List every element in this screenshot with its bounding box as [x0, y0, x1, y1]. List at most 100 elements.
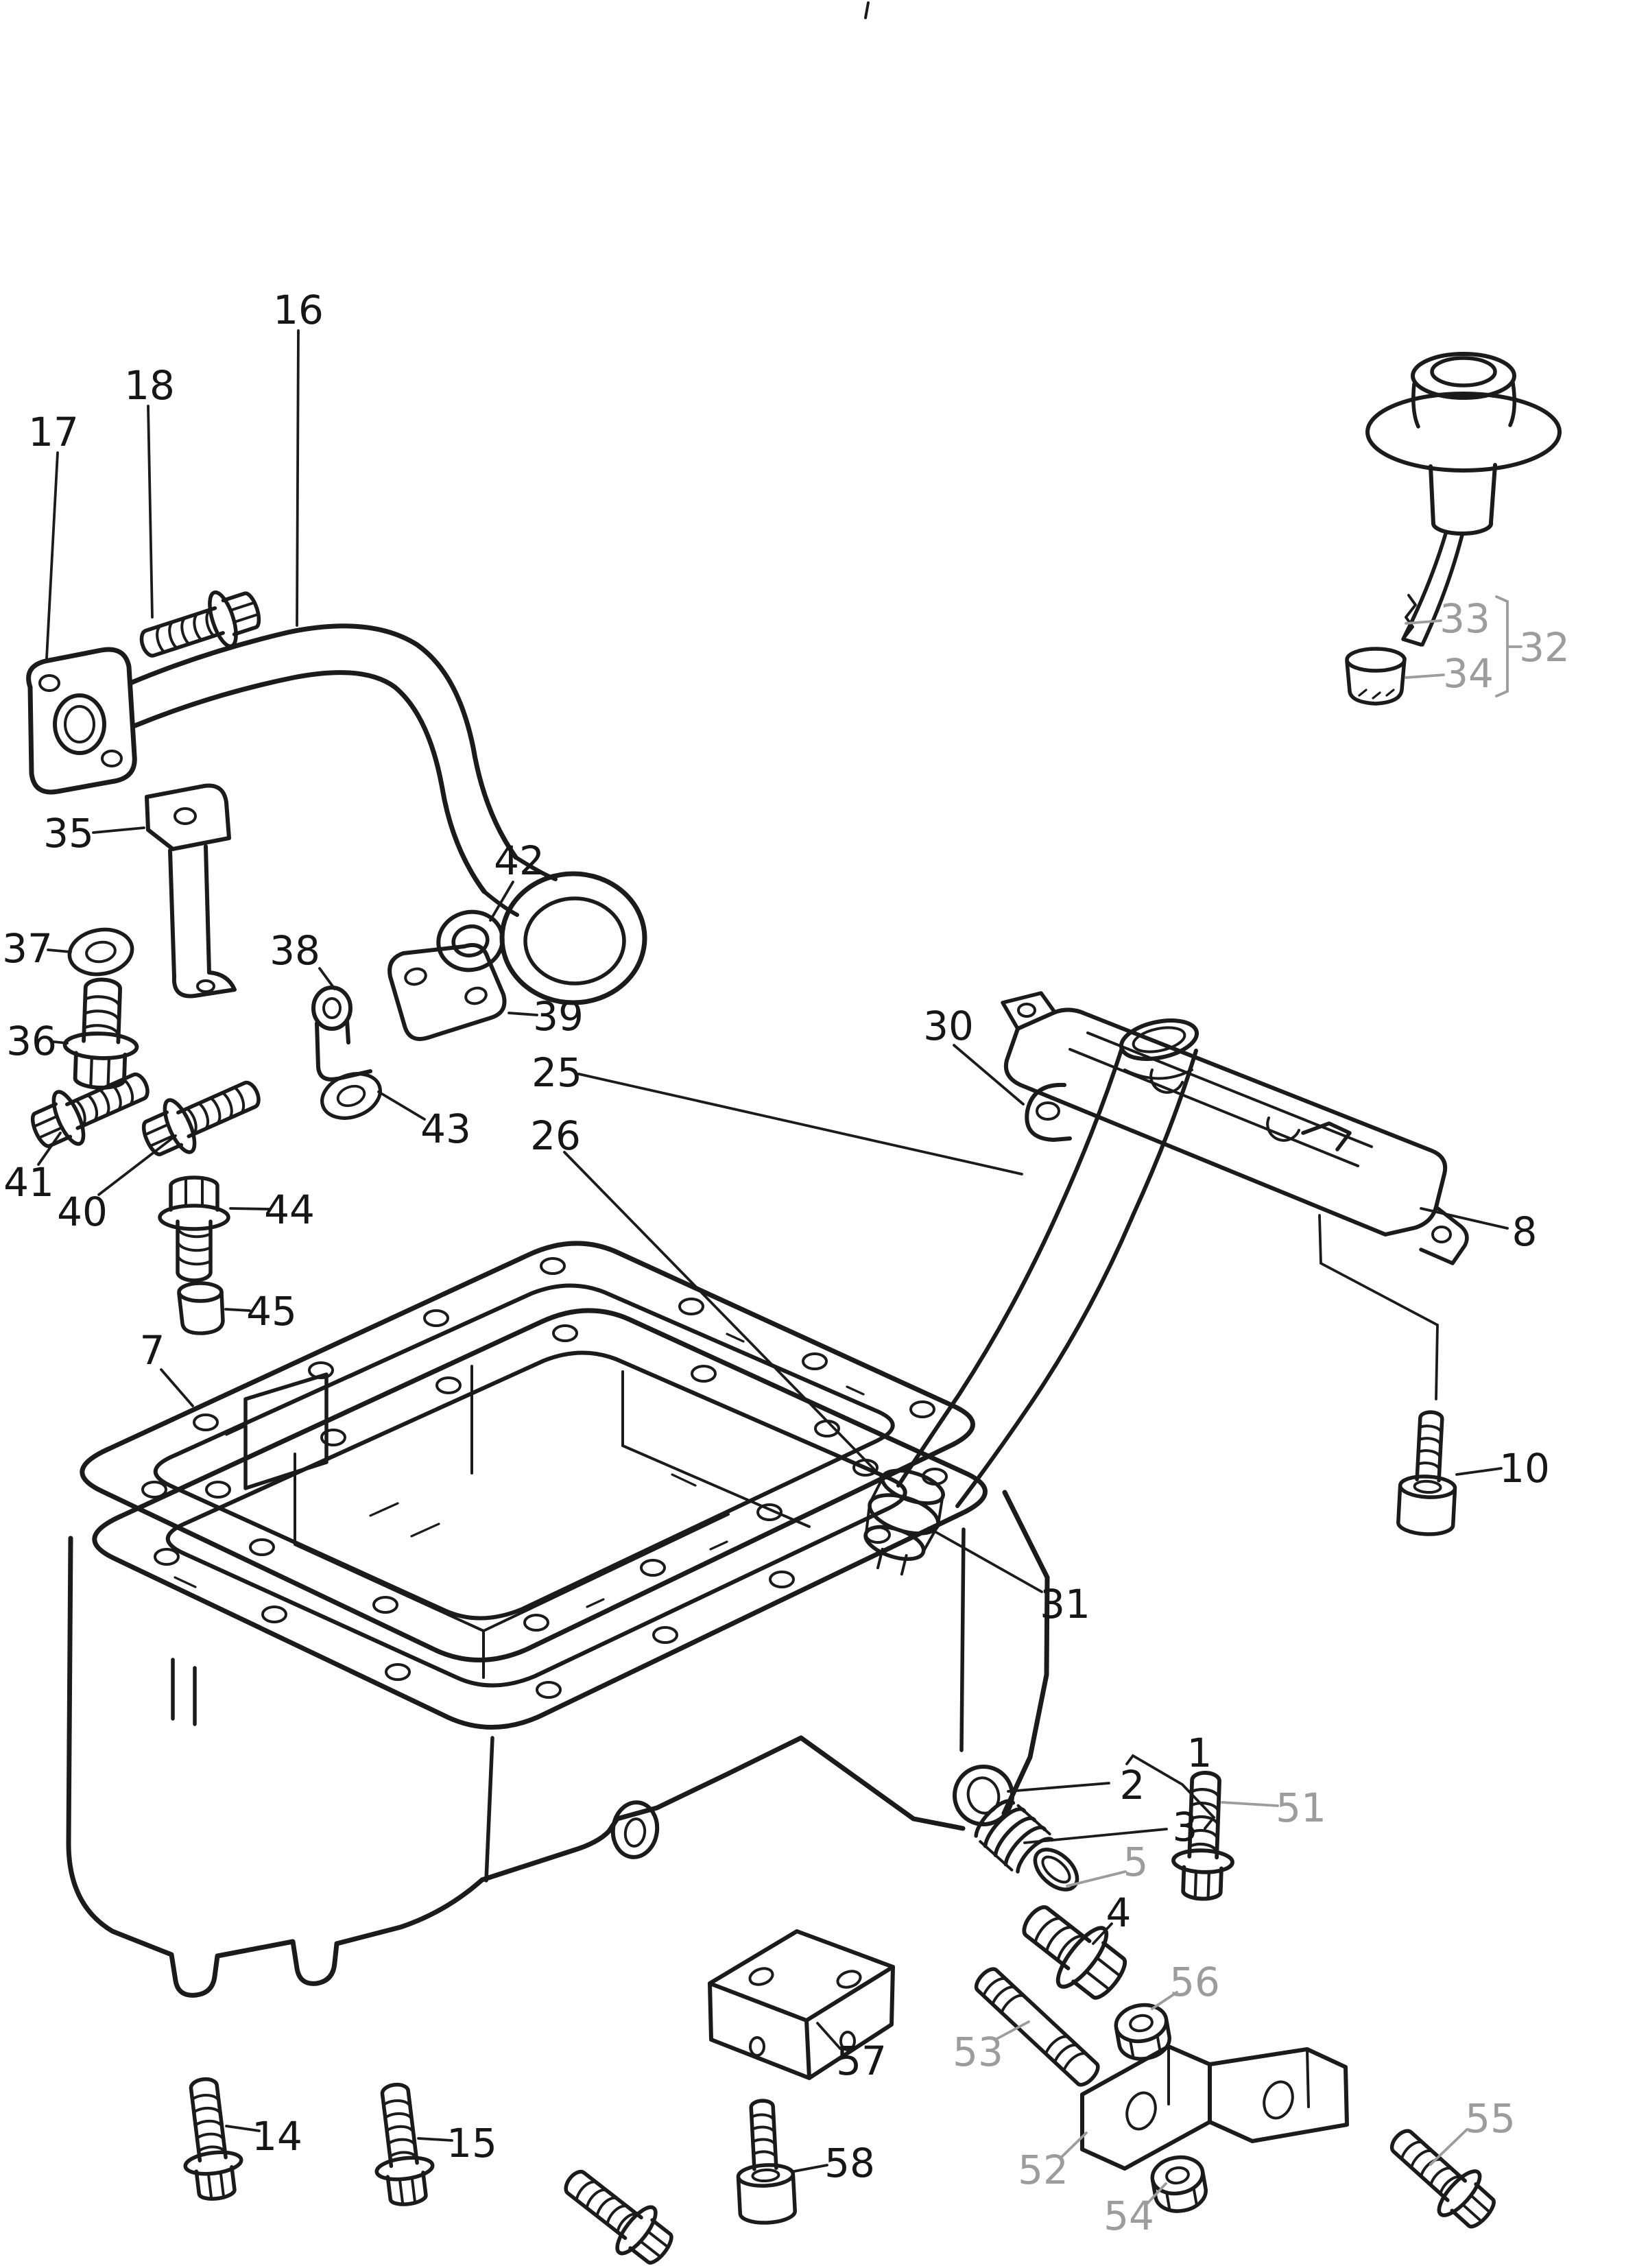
leader-line-18 [147, 405, 154, 619]
bolt-58 [735, 2099, 796, 2224]
part-label-3: 3 [1173, 1804, 1198, 1850]
leader-line-5 [1066, 1870, 1127, 1887]
dipstick-handle-disc [1365, 392, 1562, 473]
part-label-35: 35 [43, 810, 94, 857]
part-label-14: 14 [252, 2113, 302, 2160]
leader-line-2 [1007, 1782, 1110, 1793]
leader-line-35 [92, 826, 145, 834]
baffle-rail-8 [1001, 991, 1469, 1400]
part-label-8: 8 [1512, 1208, 1538, 1255]
part-label-38: 38 [270, 927, 320, 974]
leader-line-33 [1405, 619, 1442, 625]
part-label-36: 36 [6, 1018, 57, 1064]
part-label-52: 52 [1018, 2147, 1068, 2193]
part-label-17: 17 [28, 409, 79, 455]
leader-line-54 [1145, 2182, 1167, 2206]
part-label-33: 33 [1440, 595, 1490, 642]
washer-37 [66, 924, 136, 979]
leader-line-37 [47, 948, 72, 953]
part-label-18: 18 [124, 362, 175, 409]
pan-ear-boss [610, 1800, 660, 1859]
leader-line-57 [816, 2022, 841, 2050]
leader-line-17 [45, 451, 59, 660]
drain-fitting-3 [974, 1799, 1054, 1874]
part-label-7: 7 [140, 1327, 165, 1374]
bolt-10 [1398, 1411, 1459, 1536]
grommet-31 [863, 1468, 945, 1576]
pan-rim-outer [92, 1308, 988, 1730]
leader-line-51 [1221, 1801, 1279, 1807]
leader-line-26 [563, 1151, 882, 1477]
nut-56 [1113, 2001, 1172, 2063]
part-label-16: 16 [273, 287, 324, 333]
leader-line-3 [1023, 1828, 1168, 1844]
part-label-39: 39 [533, 993, 584, 1040]
leader-line-52 [1059, 2132, 1088, 2160]
part-label-58: 58 [824, 2140, 875, 2186]
part-label-51: 51 [1276, 1784, 1326, 1831]
part-label-4: 4 [1106, 1889, 1132, 1936]
grommet-42 [436, 909, 505, 972]
part-label-40: 40 [57, 1189, 108, 1235]
leader-line-36 [52, 1040, 69, 1045]
leader-line-15 [417, 2137, 453, 2142]
part-label-57: 57 [836, 2038, 887, 2084]
part-label-5: 5 [1123, 1839, 1149, 1885]
part-label-10: 10 [1499, 1445, 1550, 1492]
part-label-30: 30 [923, 1003, 974, 1049]
leader-line-30 [953, 1044, 1025, 1106]
bolt-unlabeled [553, 2156, 682, 2268]
part-label-34: 34 [1443, 650, 1494, 697]
part-label-43: 43 [420, 1106, 471, 1152]
dipstick-tube-30 [863, 1018, 1199, 1576]
leader-line-4 [1092, 1922, 1113, 1945]
bracket-1-icon [1125, 1754, 1216, 1830]
leader-line-41 [37, 1132, 62, 1166]
clamp-38 [311, 986, 372, 1082]
bolt-14 [175, 2076, 246, 2202]
part-label-2: 2 [1120, 1762, 1145, 1809]
part-label-54: 54 [1103, 2193, 1154, 2239]
bracket-32-icon [1495, 595, 1509, 697]
part-label-42: 42 [494, 837, 545, 884]
drain-boss [953, 1765, 1014, 1826]
tube-clamp-ear [1025, 1082, 1072, 1142]
pickup-flange [26, 647, 137, 795]
part-label-56: 56 [1169, 1959, 1220, 2005]
bracket-52 [1080, 2044, 1349, 2171]
leader-line-38 [318, 967, 336, 990]
part-label-1: 1 [1187, 1730, 1213, 1776]
nut-54 [1149, 2153, 1208, 2215]
dipstick-knob [1411, 352, 1516, 400]
part-label-44: 44 [264, 1186, 315, 1233]
dipstick-rod [1401, 532, 1464, 647]
plug-44 [160, 1178, 228, 1280]
part-label-55: 55 [1465, 2095, 1516, 2142]
part-label-32: 32 [1519, 624, 1570, 671]
part-label-53: 53 [953, 2029, 1003, 2075]
cap-45 [177, 1281, 225, 1335]
leader-line-42 [489, 881, 514, 922]
leader-line-16 [296, 329, 300, 627]
leader-line-8 [1420, 1207, 1509, 1230]
pickup-tube-assembly [26, 582, 647, 1005]
pan-rim-inner [165, 1350, 907, 1688]
leader-line-53 [995, 2020, 1030, 2040]
drain-gasket-5 [1033, 1848, 1079, 1891]
leader-line-7 [160, 1368, 194, 1407]
leader-line-43 [377, 1090, 426, 1121]
leader-line-40 [97, 1134, 177, 1196]
leader-line-14 [225, 2125, 261, 2132]
part-label-37: 37 [2, 925, 53, 972]
union-bolt-36 [63, 979, 139, 1089]
oil-pan [66, 1308, 1050, 1998]
rail-to-bolt-line [1318, 1214, 1439, 1400]
pan-interior [174, 1365, 811, 1679]
leader-line-55 [1429, 2128, 1468, 2166]
stud-53 [974, 1967, 1100, 2087]
part-label-41: 41 [3, 1159, 54, 1206]
oil-pan-gasket [80, 1241, 975, 1662]
part-label-31: 31 [1040, 1581, 1090, 1627]
